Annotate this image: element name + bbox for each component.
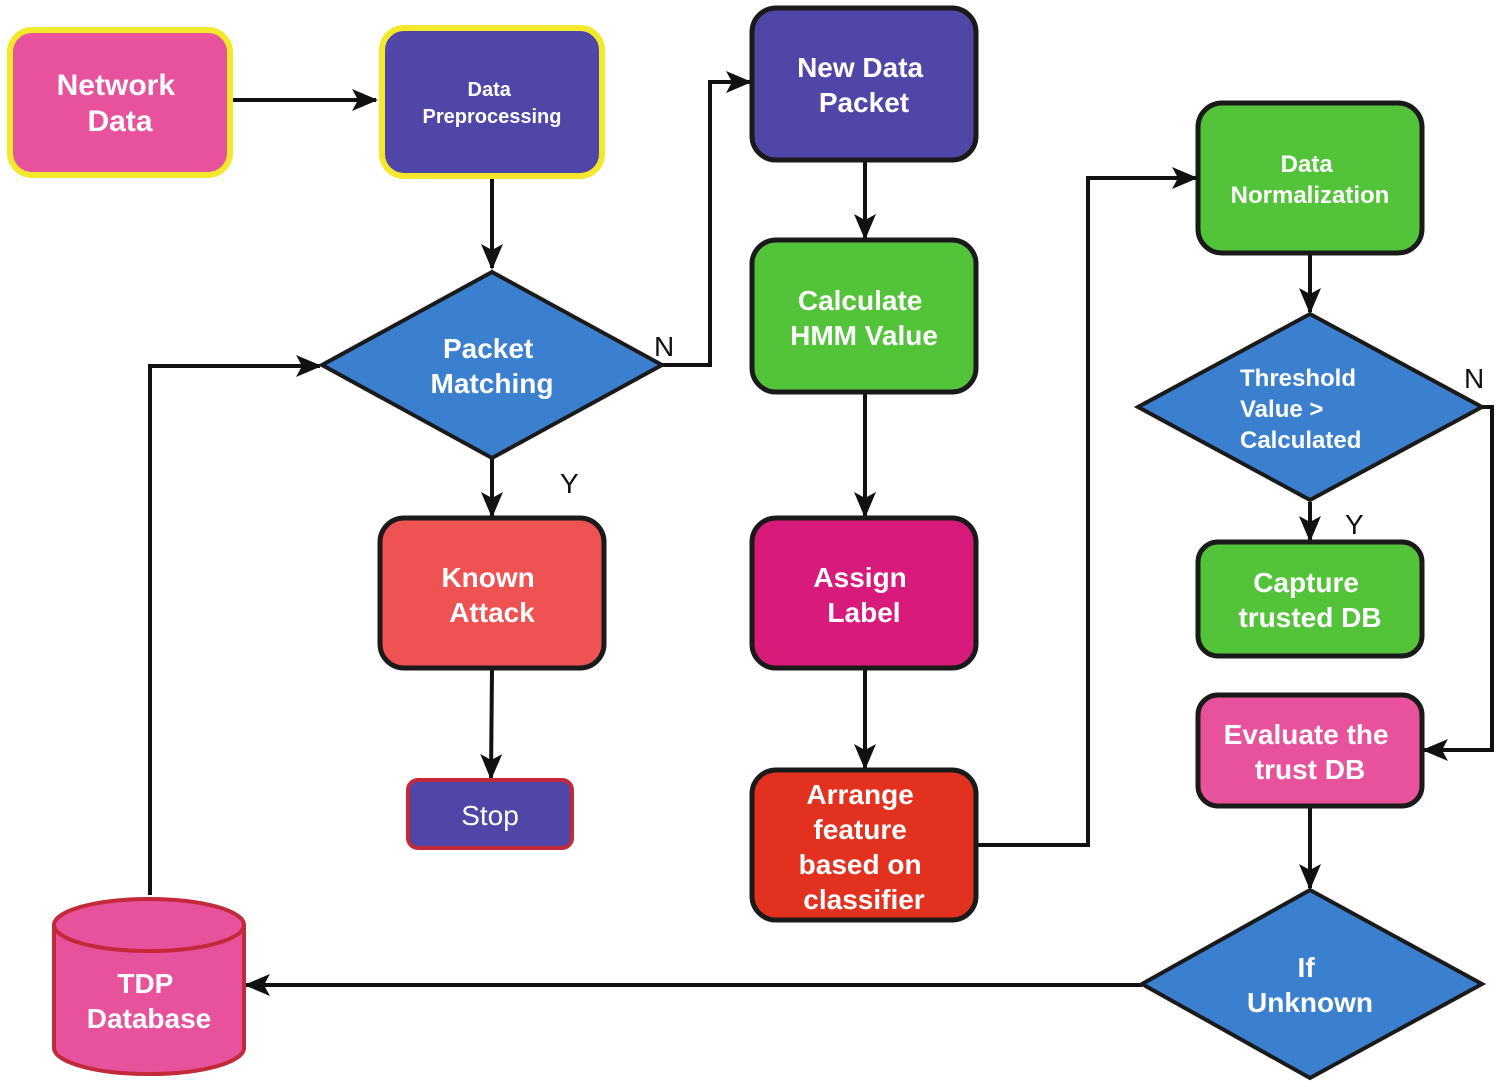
- arrange-feature-line-4: classifier: [803, 884, 925, 915]
- evaluate-trust-line-2: trust DB: [1255, 754, 1365, 785]
- arrow-tdp-to-matching: [148, 355, 322, 895]
- svg-text:Data Preprocessing: Data Preprocessing: [423, 79, 562, 128]
- node-evaluate-trust-db: Evaluate the trust DB: [1195, 692, 1425, 809]
- data-preprocessing-line-2: Preprocessing: [423, 106, 562, 128]
- if-unknown-line-1: If: [1298, 952, 1316, 983]
- network-data-line-1: Network: [57, 69, 176, 102]
- packet-matching-line-2: Matching: [431, 368, 554, 399]
- stop-label: Stop: [461, 800, 519, 831]
- calculate-hmm-line-2: HMM Value: [790, 320, 938, 351]
- network-data-line-2: Data: [87, 105, 152, 138]
- data-preprocessing-line-1: Data: [468, 79, 512, 101]
- known-attack-line-2: Attack: [449, 597, 535, 628]
- svg-text:Data Normalization: Data Normalization: [1231, 151, 1390, 209]
- evaluate-trust-line-1: Evaluate the: [1224, 719, 1389, 750]
- svg-text:Network Data: Network Data: [57, 69, 184, 138]
- threshold-yes-label: Y: [1345, 509, 1364, 540]
- threshold-line-2: Value >: [1240, 396, 1323, 423]
- svg-text:TDP Database: TDP Database: [87, 968, 212, 1034]
- assign-label-line-2: Label: [827, 597, 900, 628]
- if-unknown-line-2: Unknown: [1247, 987, 1373, 1018]
- node-data-preprocessing: Data Preprocessing: [379, 25, 605, 179]
- svg-text:Stop: Stop: [461, 800, 519, 831]
- new-data-packet-line-2: Packet: [819, 87, 909, 118]
- packet-matching-no-label: N: [654, 331, 674, 362]
- threshold-line-3: Calculated: [1240, 427, 1361, 454]
- svg-text:Capture trusted DB: Capture trusted DB: [1238, 567, 1381, 633]
- arrow-matching-no-to-new-packet: [662, 71, 752, 367]
- svg-text:New Data Packet: New Data Packet: [797, 52, 931, 118]
- arrow-arrange-to-normalization: [978, 167, 1198, 847]
- new-data-packet-line-1: New Data: [797, 52, 923, 83]
- arrow-known-attack-to-stop: [480, 667, 503, 780]
- node-threshold: Threshold Value > Calculated: [1133, 311, 1487, 503]
- connectors: [148, 71, 1494, 996]
- node-known-attack: Known Attack: [377, 515, 607, 671]
- arrange-feature-line-3: based on: [799, 849, 922, 880]
- arrow-threshold-no-to-evaluate: [1422, 405, 1494, 761]
- calculate-hmm-line-1: Calculate: [798, 285, 923, 316]
- capture-trusted-line-2: trusted DB: [1238, 602, 1381, 633]
- threshold-no-label: N: [1464, 363, 1484, 394]
- node-packet-matching: Packet Matching: [317, 269, 667, 461]
- packet-matching-yes-label: Y: [560, 468, 579, 499]
- node-stop: Stop: [406, 778, 574, 850]
- svg-text:Packet Matching: Packet Matching: [431, 333, 554, 399]
- node-tdp-database: TDP Database: [52, 897, 246, 1076]
- svg-text:Assign Label: Assign Label: [813, 562, 914, 628]
- node-if-unknown: If Unknown: [1137, 887, 1487, 1081]
- known-attack-line-1: Known: [441, 562, 534, 593]
- node-network-data: Network Data: [7, 27, 233, 178]
- data-normalization-line-2: Normalization: [1231, 182, 1390, 209]
- node-arrange-feature: Arrange feature based on classifier: [749, 767, 979, 923]
- arrange-feature-line-1: Arrange: [806, 779, 913, 810]
- svg-text:Threshold Value >: Threshold Value > Calculated: [1240, 365, 1363, 454]
- tdp-database-line-1: TDP: [117, 968, 173, 999]
- data-normalization-line-1: Data: [1281, 151, 1334, 178]
- threshold-line-1: Threshold: [1240, 365, 1356, 392]
- svg-text:Evaluate the trust DB: Evaluate the trust DB: [1224, 719, 1397, 785]
- packet-matching-line-1: Packet: [443, 333, 533, 364]
- tdp-database-line-2: Database: [87, 1003, 212, 1034]
- svg-text:Arrange feature ba: Arrange feature based on classifier: [799, 779, 930, 915]
- arrange-feature-line-2: feature: [813, 814, 906, 845]
- node-new-data-packet: New Data Packet: [749, 5, 979, 163]
- node-calculate-hmm: Calculate HMM Value: [749, 237, 979, 395]
- assign-label-line-1: Assign: [813, 562, 906, 593]
- node-assign-label: Assign Label: [749, 515, 979, 671]
- svg-text:Calculate HMM Value: Calculate HMM Value: [790, 285, 938, 351]
- node-data-normalization: Data Normalization: [1195, 100, 1425, 256]
- svg-text:If Unknown: If Unknown: [1247, 952, 1373, 1018]
- svg-text:Known Attack: Known Attack: [441, 562, 542, 628]
- capture-trusted-line-1: Capture: [1253, 567, 1359, 598]
- node-capture-trusted-db: Capture trusted DB: [1195, 539, 1425, 659]
